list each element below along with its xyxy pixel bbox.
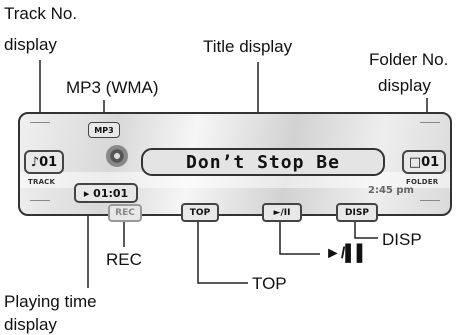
play-pause-label: ►/▌▌ xyxy=(325,245,368,262)
clock-display: 2:45 pm xyxy=(368,185,414,196)
folder-number-display: □01 xyxy=(402,150,446,174)
disc-icon xyxy=(106,145,128,167)
playing-time-display: ▸ 01:01 xyxy=(74,183,138,203)
leader-top xyxy=(197,221,248,284)
left-bottom-mark xyxy=(30,200,50,209)
rec-label: REC xyxy=(106,250,142,269)
track-caption: TRACK xyxy=(28,178,56,186)
folder-caption: FOLDER xyxy=(406,178,439,186)
playing-time-display-label: display xyxy=(4,315,57,334)
right-slot-mark xyxy=(420,122,440,131)
right-bottom-mark xyxy=(420,200,440,209)
top-label: TOP xyxy=(252,274,287,293)
folder-no-label: Folder No. xyxy=(369,50,449,69)
disp-label: DISP xyxy=(382,230,422,249)
title-display-label: Title display xyxy=(203,37,293,56)
leader-disp xyxy=(354,221,378,239)
track-number-display: ♪01 xyxy=(24,150,64,174)
left-slot-mark xyxy=(30,122,50,131)
leader-play-pause xyxy=(279,221,320,255)
track-display-label: display xyxy=(4,35,57,54)
title-display: Don’t Stop Be xyxy=(141,148,385,176)
mp3-label: MP3 (WMA) xyxy=(66,78,159,97)
playing-time-label: Playing time xyxy=(4,292,97,311)
play-pause-button[interactable]: ►/II xyxy=(262,203,302,222)
disp-button[interactable]: DISP xyxy=(336,203,378,222)
track-no-label: Track No. xyxy=(4,4,78,23)
folder-display-label: display xyxy=(378,76,431,95)
mp3-badge: MP3 xyxy=(88,122,120,138)
rec-button[interactable]: REC xyxy=(108,204,142,222)
top-button[interactable]: TOP xyxy=(181,203,219,222)
